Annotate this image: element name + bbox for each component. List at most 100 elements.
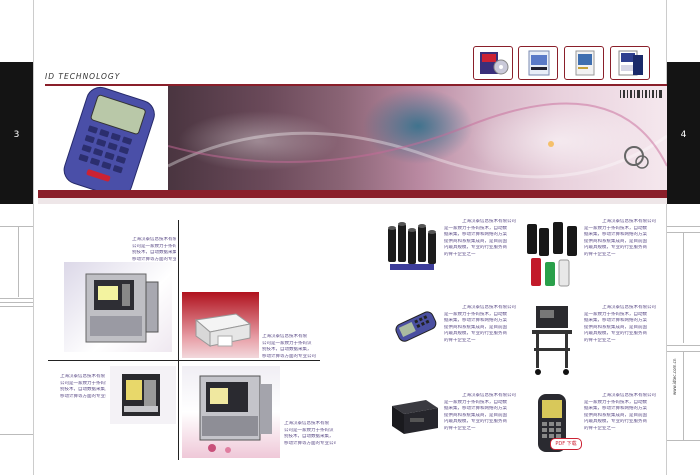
caption-r1-left: 上海汉泰信息技术有限公司 是一家致力于条码技术，自动数 据采集，移动计算和网络的… (444, 219, 516, 258)
caption-line: 内最具规模，专业的行业服务商 (584, 245, 647, 250)
caption-line: 据采集，移动计算和网络的方案 (444, 406, 507, 411)
caption-line: 上海汉泰信息技术有限公司 (602, 219, 656, 224)
caption-line: 据采集，移动计算和网络的方案 (584, 232, 647, 237)
caption-line: 的骨干企业之一 (584, 251, 616, 257)
banner-top-rule (45, 84, 667, 86)
caption-line: 是一家致力于条码技术，自动数 (444, 311, 507, 317)
left-cross-vertical (178, 220, 179, 460)
page-border-left (33, 0, 34, 475)
caption-line: 上海汉泰信息技术有限 (262, 334, 307, 339)
brand-label: ID TECHNOLOGY (45, 72, 121, 81)
caption-line: 内最具规模，专业的行业服务商 (584, 419, 647, 424)
caption-line: 提供商和系统集成商，是目前国 (444, 412, 507, 418)
caption-line: 移动计算等方面的专业公司 (284, 440, 336, 446)
caption-line: 据采集，移动计算和网络的方案 (444, 232, 507, 237)
caption-line: 上海汉泰信息技术有限公司 (602, 393, 656, 398)
printer-cart-image (526, 302, 578, 378)
caption-r2-right: 上海汉泰信息技术有限公司 是一家致力于条码技术，自动数 据采集，移动计算和网络的… (584, 305, 656, 344)
caption-line: 移动计算等方面的专业公司 (262, 353, 316, 359)
banner-bottom-bar-red (38, 190, 667, 198)
caption-line: 别技术，自动数据采集， (60, 387, 106, 392)
side-vertical-text: www.idtec.com.cn (672, 358, 677, 395)
caption-top-left: 上海汉泰信息技术有限 公司是一家致力于条码识 别技术，自动数据采集， 移动计算等… (132, 237, 176, 263)
caption-line: 公司是一家致力于条码识 (60, 380, 106, 386)
caption-line: 是一家致力于条码技术，自动数 (584, 311, 647, 317)
caption-line: 是一家致力于条码技术，自动数 (584, 399, 647, 405)
right-side-line-3 (667, 345, 700, 346)
caption-line: 的骨干企业之一 (444, 337, 476, 343)
left-side-line-2 (0, 298, 33, 299)
right-page-number: 4 (680, 130, 687, 140)
thumb-box-1 (473, 46, 513, 80)
left-cross-horizontal (48, 360, 320, 361)
banner-bottom-bar-light (38, 198, 667, 204)
caption-line: 内最具规模，专业的行业服务商 (444, 419, 507, 424)
handheld-scanner-image (388, 304, 442, 350)
caption-line: 别技术，自动数据采集， (262, 347, 312, 352)
caption-r2-left: 上海汉泰信息技术有限公司 是一家致力于条码技术，自动数 据采集，移动计算和网络的… (444, 305, 516, 344)
caption-line: 的骨干企业之一 (444, 425, 476, 431)
caption-line: 公司是一家致力于条码识 (132, 243, 176, 249)
right-side-line-2 (667, 232, 700, 233)
right-side-line-5 (667, 440, 700, 441)
caption-middle-right: 上海汉泰信息技术有限 公司是一家致力于条码识 别技术，自动数据采集， 移动计算等… (262, 334, 316, 360)
caption-line: 据采集，移动计算和网络的方案 (584, 318, 647, 323)
caption-line: 别技术，自动数据采集， (284, 434, 334, 439)
caption-line: 公司是一家致力于条码识 (284, 427, 334, 433)
industrial-printer-image-1 (64, 262, 172, 352)
ribbon-rolls-image-2 (523, 218, 583, 292)
page-border-right (666, 0, 667, 475)
caption-line: 移动计算等方面的专业公司 (132, 256, 176, 262)
right-side-strip: 4 (667, 62, 700, 204)
caption-line: 内最具规模，专业的行业服务商 (444, 245, 507, 250)
caption-bottom-right: 上海汉泰信息技术有限 公司是一家致力于条码识 别技术，自动数据采集， 移动计算等… (284, 421, 336, 447)
handheld-terminal-image (38, 86, 168, 198)
caption-line: 移动计算等方面的专业公司 (60, 393, 106, 399)
right-side-line-4 (667, 351, 700, 352)
right-side-line-7 (683, 352, 684, 440)
caption-line: 提供商和系统集成商，是目前国 (584, 324, 647, 330)
left-side-strip: 3 (0, 62, 33, 204)
pdf-download-badge[interactable]: PDF 下载 (550, 438, 582, 450)
software-box-icon (528, 50, 550, 76)
caption-line: 提供商和系统集成商，是目前国 (444, 238, 507, 244)
thumb-box-3 (564, 46, 604, 80)
caption-line: 据采集，移动计算和网络的方案 (444, 318, 507, 323)
caption-r3-left: 上海汉泰信息技术有限公司 是一家致力于条码技术，自动数 据采集，移动计算和网络的… (444, 393, 516, 432)
thumb-box-2 (518, 46, 558, 80)
software-box-icon (575, 50, 595, 76)
caption-line: 的骨干企业之一 (444, 251, 476, 257)
caption-line: 内最具规模，专业的行业服务商 (584, 331, 647, 336)
left-side-line-5 (0, 434, 33, 435)
left-side-line-3 (0, 302, 33, 303)
caption-line: 的骨干企业之一 (584, 425, 616, 431)
caption-line: 上海汉泰信息技术有限 (284, 421, 329, 426)
caption-line: 上海汉泰信息技术有限 (132, 237, 176, 242)
caption-line: 上海汉泰信息技术有限 (60, 374, 105, 379)
left-side-line-1 (0, 226, 33, 227)
caption-line: 是一家致力于条码技术，自动数 (444, 225, 507, 231)
right-side-line-6 (683, 233, 684, 343)
caption-line: 是一家致力于条码技术，自动数 (584, 225, 647, 231)
caption-bottom-left: 上海汉泰信息技术有限 公司是一家致力于条码识 别技术，自动数据采集， 移动计算等… (60, 374, 106, 400)
left-side-line-6 (18, 227, 19, 297)
black-printer-image (386, 392, 442, 440)
thumb-box-4 (610, 46, 650, 80)
software-box-icon (618, 50, 643, 76)
caption-line: 提供商和系统集成商，是目前国 (444, 324, 507, 330)
caption-line: 上海汉泰信息技术有限公司 (462, 393, 516, 398)
caption-line: 提供商和系统集成商，是目前国 (584, 412, 647, 418)
caption-line: 提供商和系统集成商，是目前国 (584, 238, 647, 244)
caption-line: 的骨干企业之一 (584, 337, 616, 343)
caption-line: 是一家致力于条码技术，自动数 (444, 399, 507, 405)
banner-abstract-image (168, 86, 667, 190)
label-printer-image (110, 366, 176, 424)
right-side-line-1 (667, 226, 700, 227)
caption-r3-right: 上海汉泰信息技术有限公司 是一家致力于条码技术，自动数 据采集，移动计算和网络的… (584, 393, 656, 432)
desktop-printer-image (182, 292, 259, 358)
ribbon-rolls-image-1 (384, 218, 442, 276)
software-box-icon (480, 52, 509, 75)
industrial-printer-image-2 (182, 366, 280, 458)
caption-line: 公司是一家致力于条码识 (262, 340, 312, 346)
caption-line: 别技术，自动数据采集， (132, 250, 176, 255)
